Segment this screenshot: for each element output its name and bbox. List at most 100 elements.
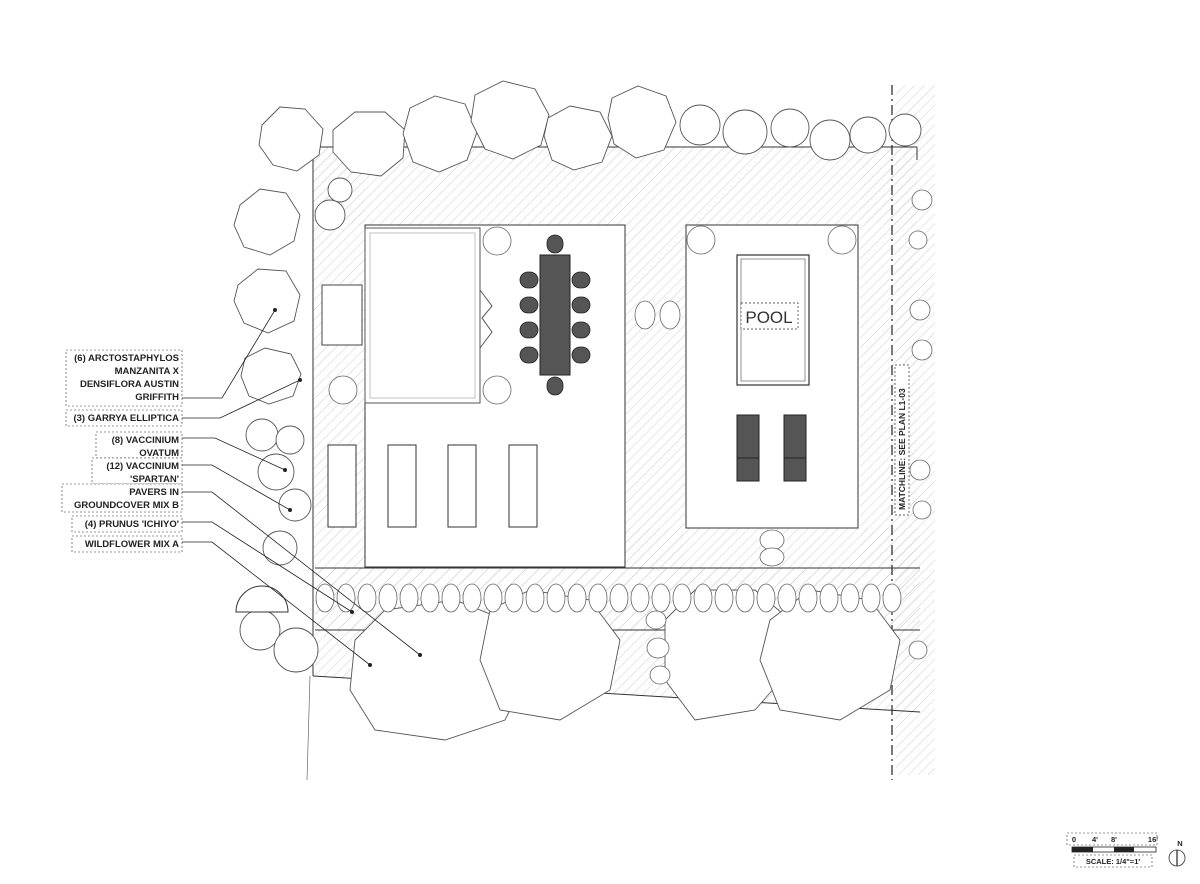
tree-canopy [327,177,353,203]
callout-label: GRIFFITH [135,392,179,403]
shrub [911,189,933,211]
center-strip [625,225,685,567]
tree-canopy [240,347,302,405]
stepping-stones [634,300,785,685]
callout-leader [182,541,371,666]
paver-stone [567,583,587,613]
matchline-label-box [894,364,910,516]
paver-stone [819,583,839,613]
tree-canopy [262,530,298,566]
tree-canopy [233,268,301,334]
paver-stone [483,583,503,613]
callout-label: OVATUM [139,448,179,459]
paver-stone [462,583,482,613]
scale-tick-3: 16' [1148,835,1158,844]
callout-dot [350,610,354,614]
bench [321,284,363,346]
paver-stone [693,583,713,613]
shrub [909,459,931,481]
callout-dot [288,508,292,512]
paver-stone [861,583,881,613]
paver-stone [588,583,608,613]
north-label: N [1177,839,1182,848]
tree-canopy [722,109,768,155]
paver-stone [420,583,440,613]
callout-label: 'SPARTAN' [130,474,179,485]
shrub [909,299,931,321]
pool: POOL [736,254,810,386]
scale-tick-0: 0 [1072,835,1076,844]
pergola [364,227,481,404]
tree-canopy [257,453,295,491]
callout-box [71,515,183,533]
dining-table [519,234,591,396]
callout-box [61,483,183,513]
callout-leader [182,464,291,511]
scale-label: SCALE: 1/4"=1' [1086,857,1141,866]
pool-label: POOL [745,308,792,327]
paver-stone [399,583,419,613]
paver-stone [798,583,818,613]
paver-stone [441,583,461,613]
tree-canopy [275,425,305,455]
tree-canopies [233,80,933,741]
callout-label: PAVERS IN [129,487,179,498]
callout-leader [182,379,301,419]
callout-box [95,431,183,459]
planters [327,444,538,528]
paver-stone [378,583,398,613]
paver-stone [756,583,776,613]
shrub [908,230,928,250]
shrub [912,500,932,520]
paver-stone [672,583,692,613]
callout-label: DENSIFLORA AUSTIN [80,379,179,390]
callout-label: WILDFLOWER MIX A [85,539,179,550]
callout-leader [182,521,353,613]
callout-dot [283,468,287,472]
tree-canopy [679,104,721,146]
paver-stone [630,583,650,613]
patio-tree [482,375,512,405]
tree-canopy [245,418,279,452]
tree-canopy [888,113,922,147]
tree-canopy [849,116,887,154]
paver-stone [714,583,734,613]
callout-label: (12) VACCINIUM [106,461,179,472]
callout-label: (8) VACCINIUM [112,435,179,446]
patio-tree [482,226,512,256]
paver-stone [735,583,755,613]
tree-canopy [258,106,324,172]
tree-canopy [543,105,613,171]
patio-tree [827,225,857,255]
callout-dot [273,308,277,312]
paver-stone [525,583,545,613]
scale-tick-2: 8' [1111,835,1117,844]
callout-dot [298,378,302,382]
paver-stone [840,583,860,613]
paver-stone [651,583,671,613]
callout-box [71,535,183,553]
tree-canopy [770,108,810,148]
tree-canopy [233,188,301,256]
tree-canopy [809,119,851,161]
patio-tree [686,225,716,255]
callout-label: (4) PRUNUS 'ICHIYO' [85,519,179,530]
paver-stone [546,583,566,613]
callout-label: GROUNDCOVER MIX B [74,500,179,511]
callout-leader [182,437,286,471]
pavers [315,583,902,613]
structures [321,227,493,404]
lounge-chairs [736,414,807,482]
paver-stone [504,583,524,613]
tree-canopy [239,609,281,651]
scale-bar: 0 4' 8' 16' SCALE: 1/4"=1' N [1066,832,1186,868]
tree-canopy [607,85,677,159]
callout-label: (3) GARRYA ELLIPTICA [73,413,179,424]
callout-box [65,349,183,407]
callout-leader [182,491,421,656]
tree-canopy [278,488,312,522]
paver-stone [777,583,797,613]
semicircle-feature [235,585,289,613]
shrub [911,339,933,361]
